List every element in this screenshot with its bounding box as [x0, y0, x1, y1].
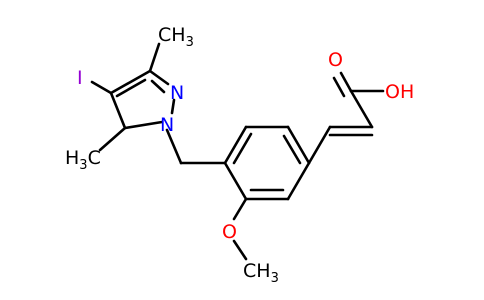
bond-b1-b2-inner [232, 132, 253, 165]
iodine-label: I [77, 67, 83, 89]
bond-ether-o-methyl [232, 239, 248, 261]
bond-c3-methyl [148, 42, 161, 73]
bond-b1-b2 [223, 125, 248, 165]
bond-n2-c3-inner [150, 79, 166, 94]
bond-n1-ch2 [165, 128, 183, 165]
methoxy-methyl-label: CH3 [243, 260, 279, 286]
nitrogen-label-n2: N [170, 82, 184, 104]
bond-n2-c3 [148, 69, 170, 86]
bond-c5-n1 [123, 120, 164, 130]
methyl-label-top: CH3 [158, 24, 194, 50]
bond-carbonyl-double-a [339, 71, 353, 93]
bond-b6-b1 [223, 161, 248, 201]
bond-c4-c5 [109, 91, 127, 130]
bond-c4-iodine [90, 80, 113, 95]
nitrogen-label-n1: N [160, 114, 174, 136]
bond-b3-b4 [286, 125, 311, 165]
bond-b3-b4-inner [282, 134, 302, 165]
bond-carbonyl-double-b [332, 76, 346, 98]
bond-n1-n2 [170, 98, 176, 115]
carbonyl-oxygen-label: O [328, 49, 343, 71]
hydroxyl-label: OH [385, 81, 414, 103]
ether-oxygen-label: O [222, 221, 237, 243]
bond-c5-methyl [98, 126, 127, 152]
bond-c3-c4 [109, 69, 152, 95]
bond-c3-c4-inner [115, 78, 147, 98]
bond-vinyl-carboxyl [349, 89, 374, 129]
bond-aryl-ether-o [232, 197, 248, 221]
bond-aryl-vinyl [307, 125, 332, 165]
bond-b4-b5 [286, 161, 311, 201]
methyl-label-left: H3C [65, 147, 101, 173]
